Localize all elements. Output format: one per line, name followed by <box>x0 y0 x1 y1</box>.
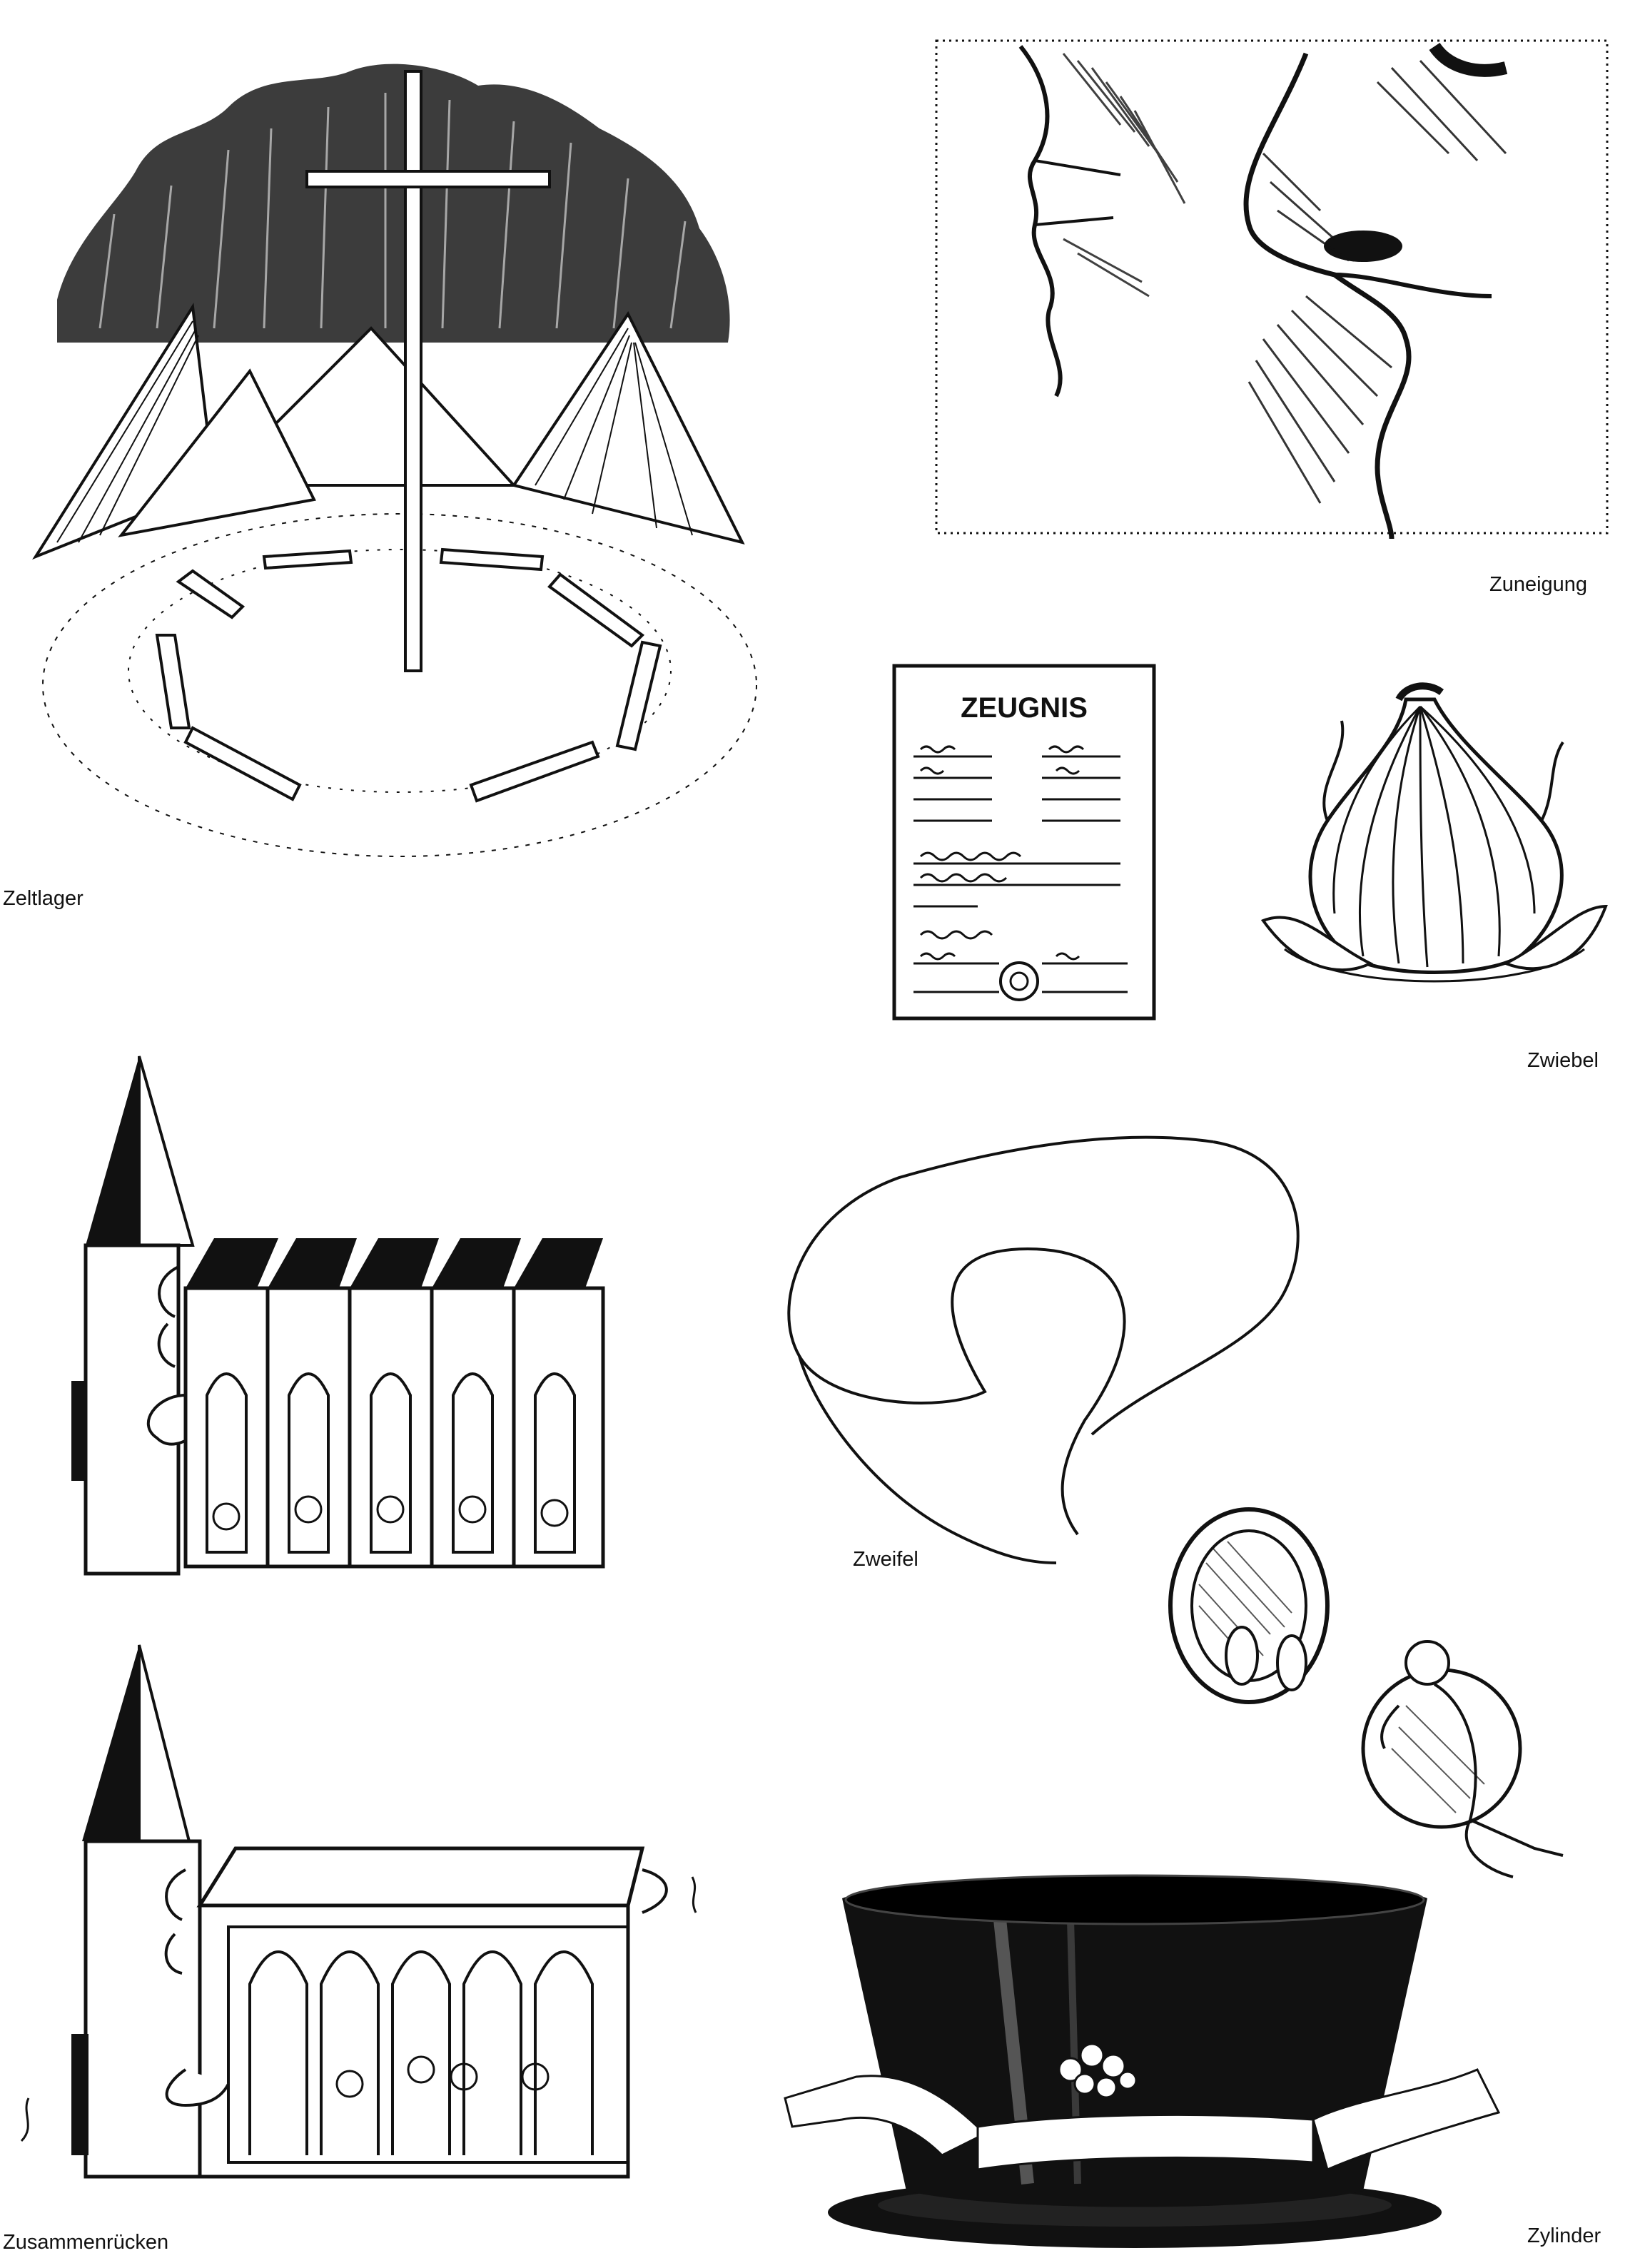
tent-camp-drawing <box>32 64 757 857</box>
zylinder-illustration <box>771 1856 1527 2255</box>
onion-drawing <box>1260 682 1608 983</box>
certificate-drawing: ZEUGNIS <box>892 664 1156 1021</box>
caption-zeltlager: Zeltlager <box>3 887 83 910</box>
zweifel-illustration <box>756 1135 1613 1948</box>
question-mark-tube-drawing <box>787 1135 1564 1878</box>
church-hugging-drawing <box>20 1644 697 2179</box>
caption-zwiebel: Zwiebel <box>1527 1049 1599 1072</box>
two-faces-kissing-drawing <box>935 39 1609 540</box>
zeugnis-title: ZEUGNIS <box>961 692 1088 724</box>
caption-zuneigung: Zuneigung <box>1489 573 1588 596</box>
top-hat-drawing <box>784 1874 1501 2248</box>
church-with-separated-sections-drawing <box>71 1055 605 1576</box>
zuneigung-illustration <box>935 39 1620 540</box>
church-top-illustration <box>50 1053 664 1581</box>
caption-zylinder: Zylinder <box>1527 2224 1601 2247</box>
caption-zusammenruecken: Zusammenrücken <box>3 2231 169 2254</box>
zwiebel-illustration <box>1256 678 1613 1013</box>
zeltlager-illustration <box>14 43 778 885</box>
caption-zweifel: Zweifel <box>853 1548 918 1571</box>
church-bottom-illustration <box>14 1641 714 2205</box>
church-sections <box>183 1238 605 1569</box>
zeugnis-document: ZEUGNIS <box>892 664 1156 1021</box>
